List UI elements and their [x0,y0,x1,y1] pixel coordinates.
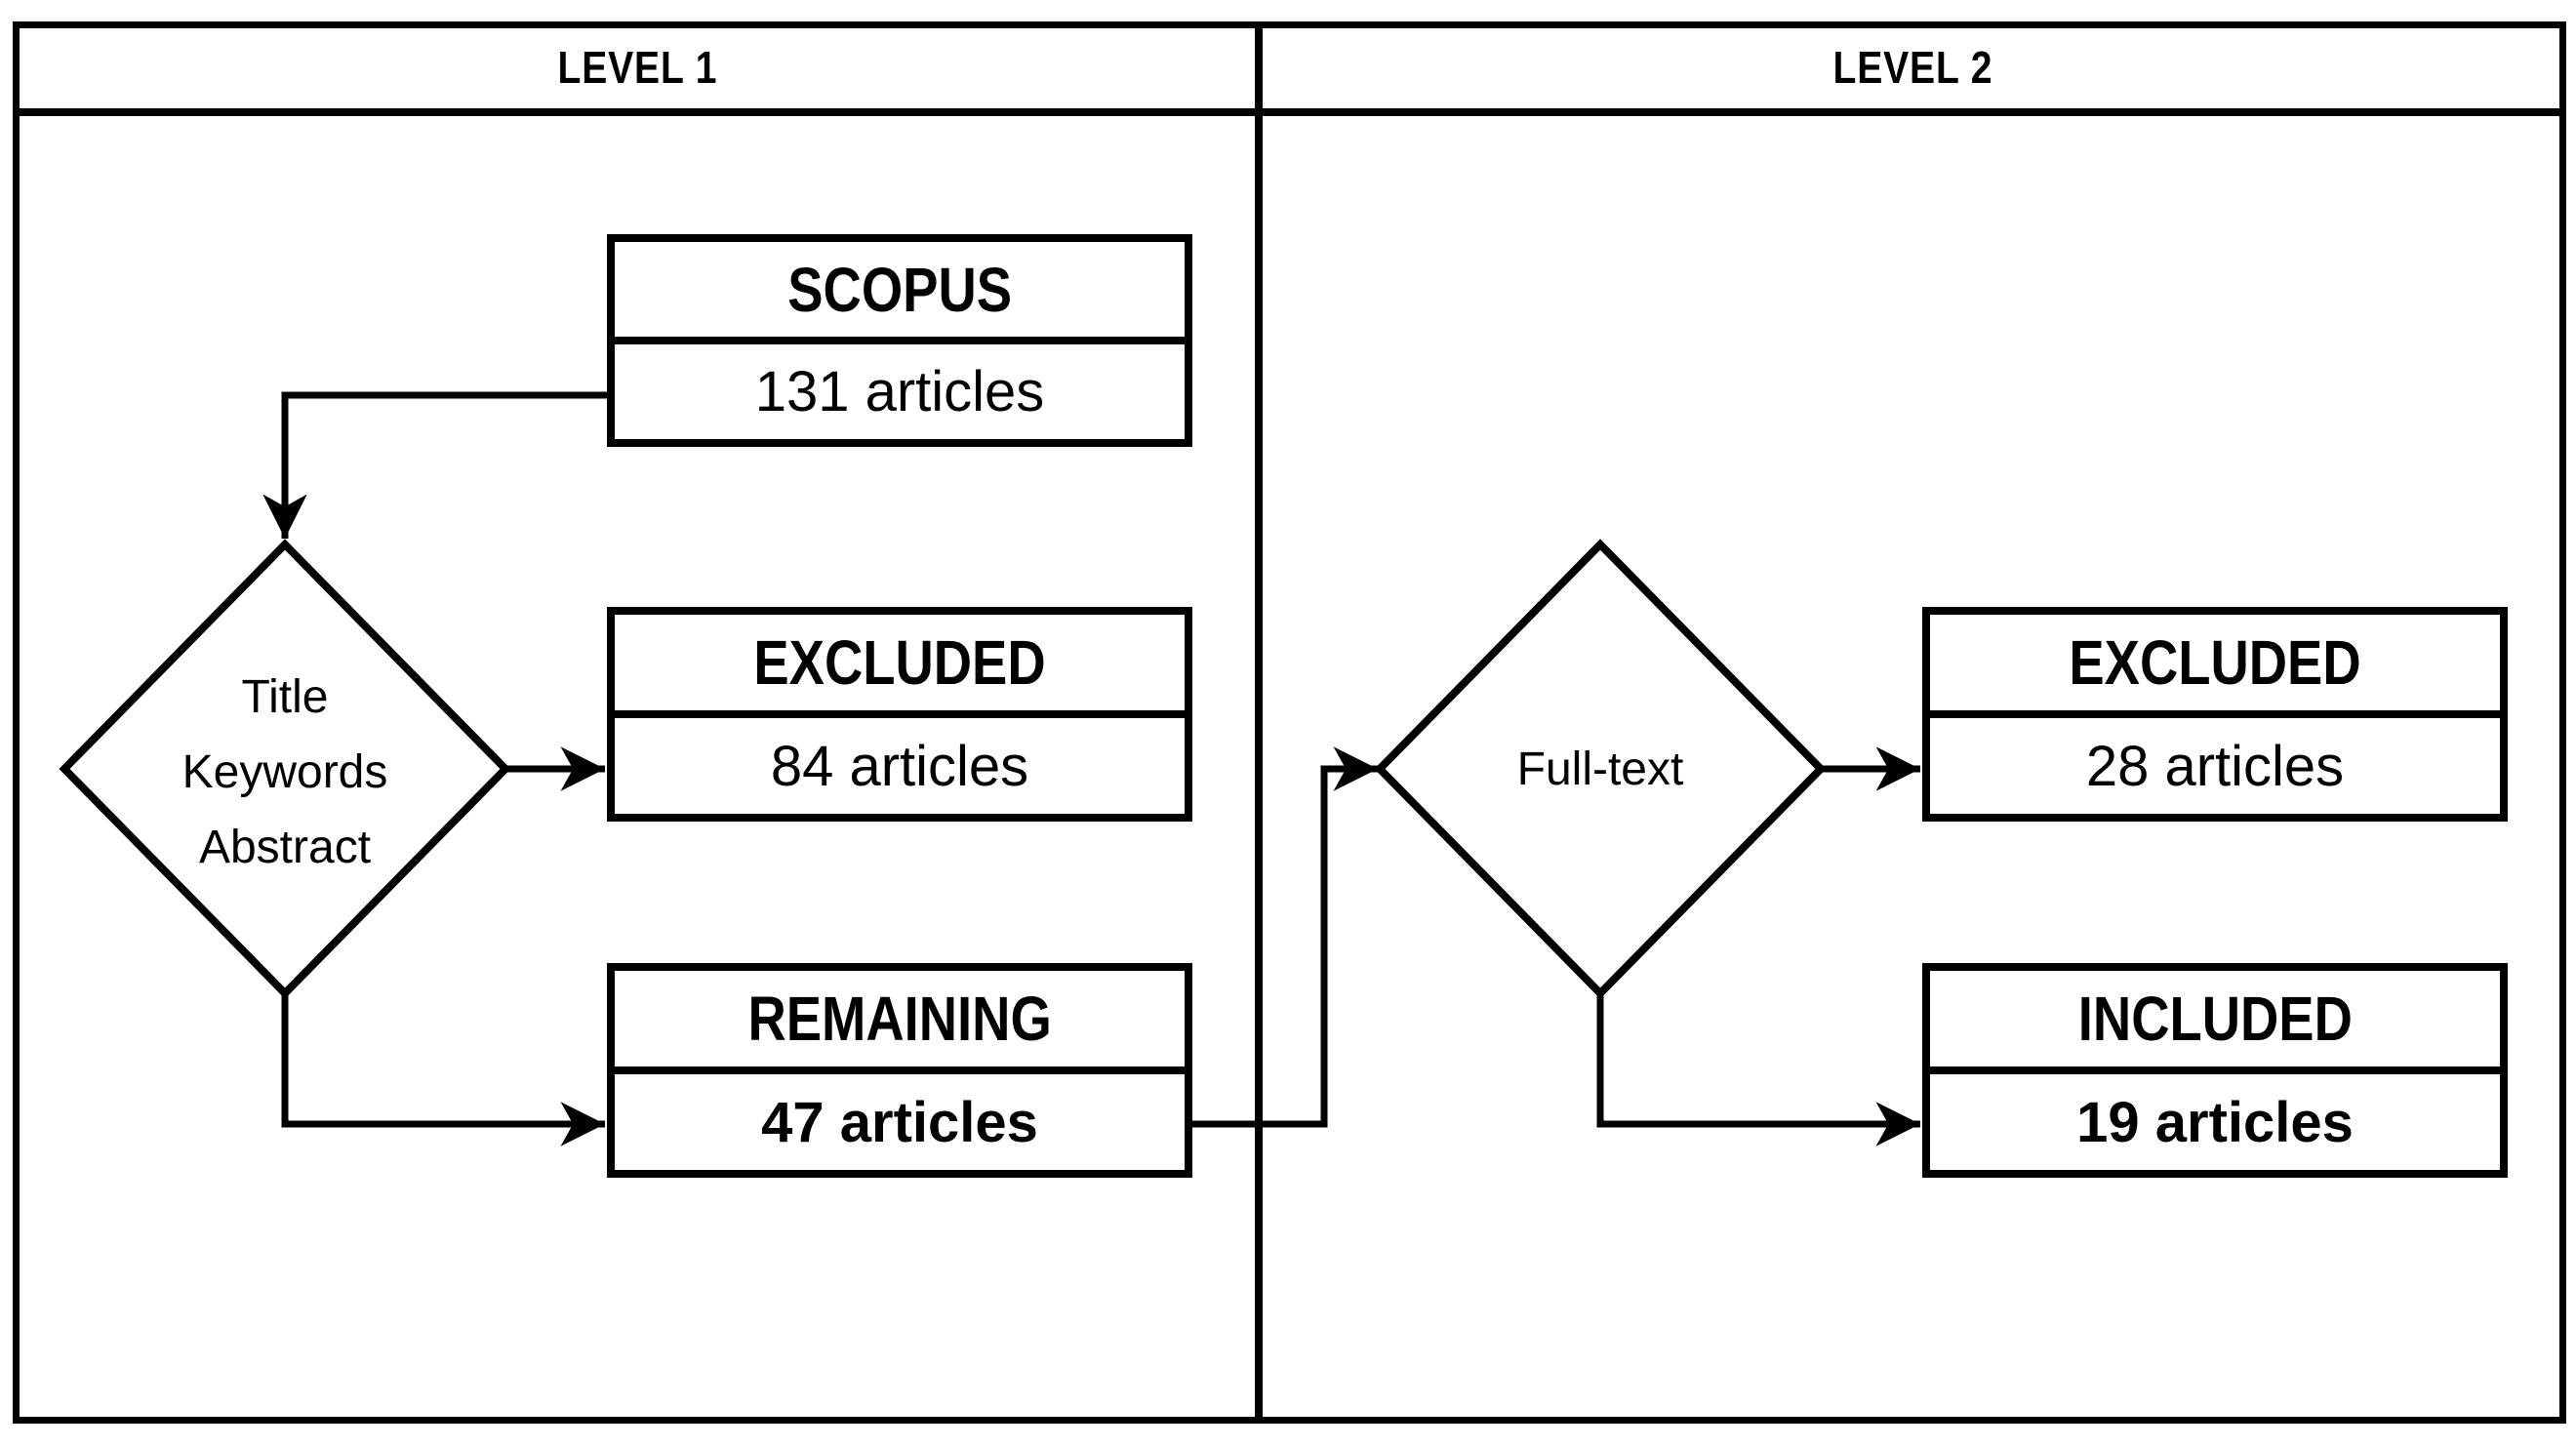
node-excluded-level2-value: 28 articles [1930,710,2500,814]
screen2-label: Full-text [1405,732,1795,807]
screen1-label: Title Keywords Abstract [90,660,480,885]
connector-scopus-to-screen1 [262,391,607,539]
panel-header-level2-label: LEVEL 2 [1832,41,1992,93]
connector-screen2-to-included [1596,993,1920,1146]
panel-header-level2: LEVEL 2 [1263,21,2562,112]
node-excluded-level1-value: 84 articles [615,710,1185,814]
node-remaining-title: REMAINING [747,984,1052,1054]
node-excluded-level2-title: EXCLUDED [2069,627,2361,698]
screen1-label-line1: Title [241,671,329,723]
screen2-label-line1: Full-text [1516,744,1684,795]
node-excluded-level1: EXCLUDED 84 articles [607,607,1192,822]
screen1-label-line2: Keywords [181,746,388,798]
node-scopus: SCOPUS 131 articles [607,234,1192,447]
connector-remaining-to-screen2 [1192,746,1378,1128]
panel-header-level1-label: LEVEL 1 [557,41,717,93]
node-included-title: INCLUDED [2077,984,2353,1054]
node-remaining: REMAINING 47 articles [607,963,1192,1178]
node-scopus-title: SCOPUS [787,254,1012,325]
panel-header-level1: LEVEL 1 [16,21,1259,112]
node-remaining-value: 47 articles [615,1066,1185,1170]
node-excluded-level1-title: EXCLUDED [753,627,1046,698]
node-included: INCLUDED 19 articles [1922,963,2508,1178]
connector-screen1-to-remaining [281,993,605,1146]
node-included-value: 19 articles [1930,1066,2500,1170]
screen1-label-line3: Abstract [198,822,372,873]
outer-border [13,21,2566,1424]
node-scopus-value: 131 articles [615,337,1185,439]
node-excluded-level2: EXCLUDED 28 articles [1922,607,2508,822]
